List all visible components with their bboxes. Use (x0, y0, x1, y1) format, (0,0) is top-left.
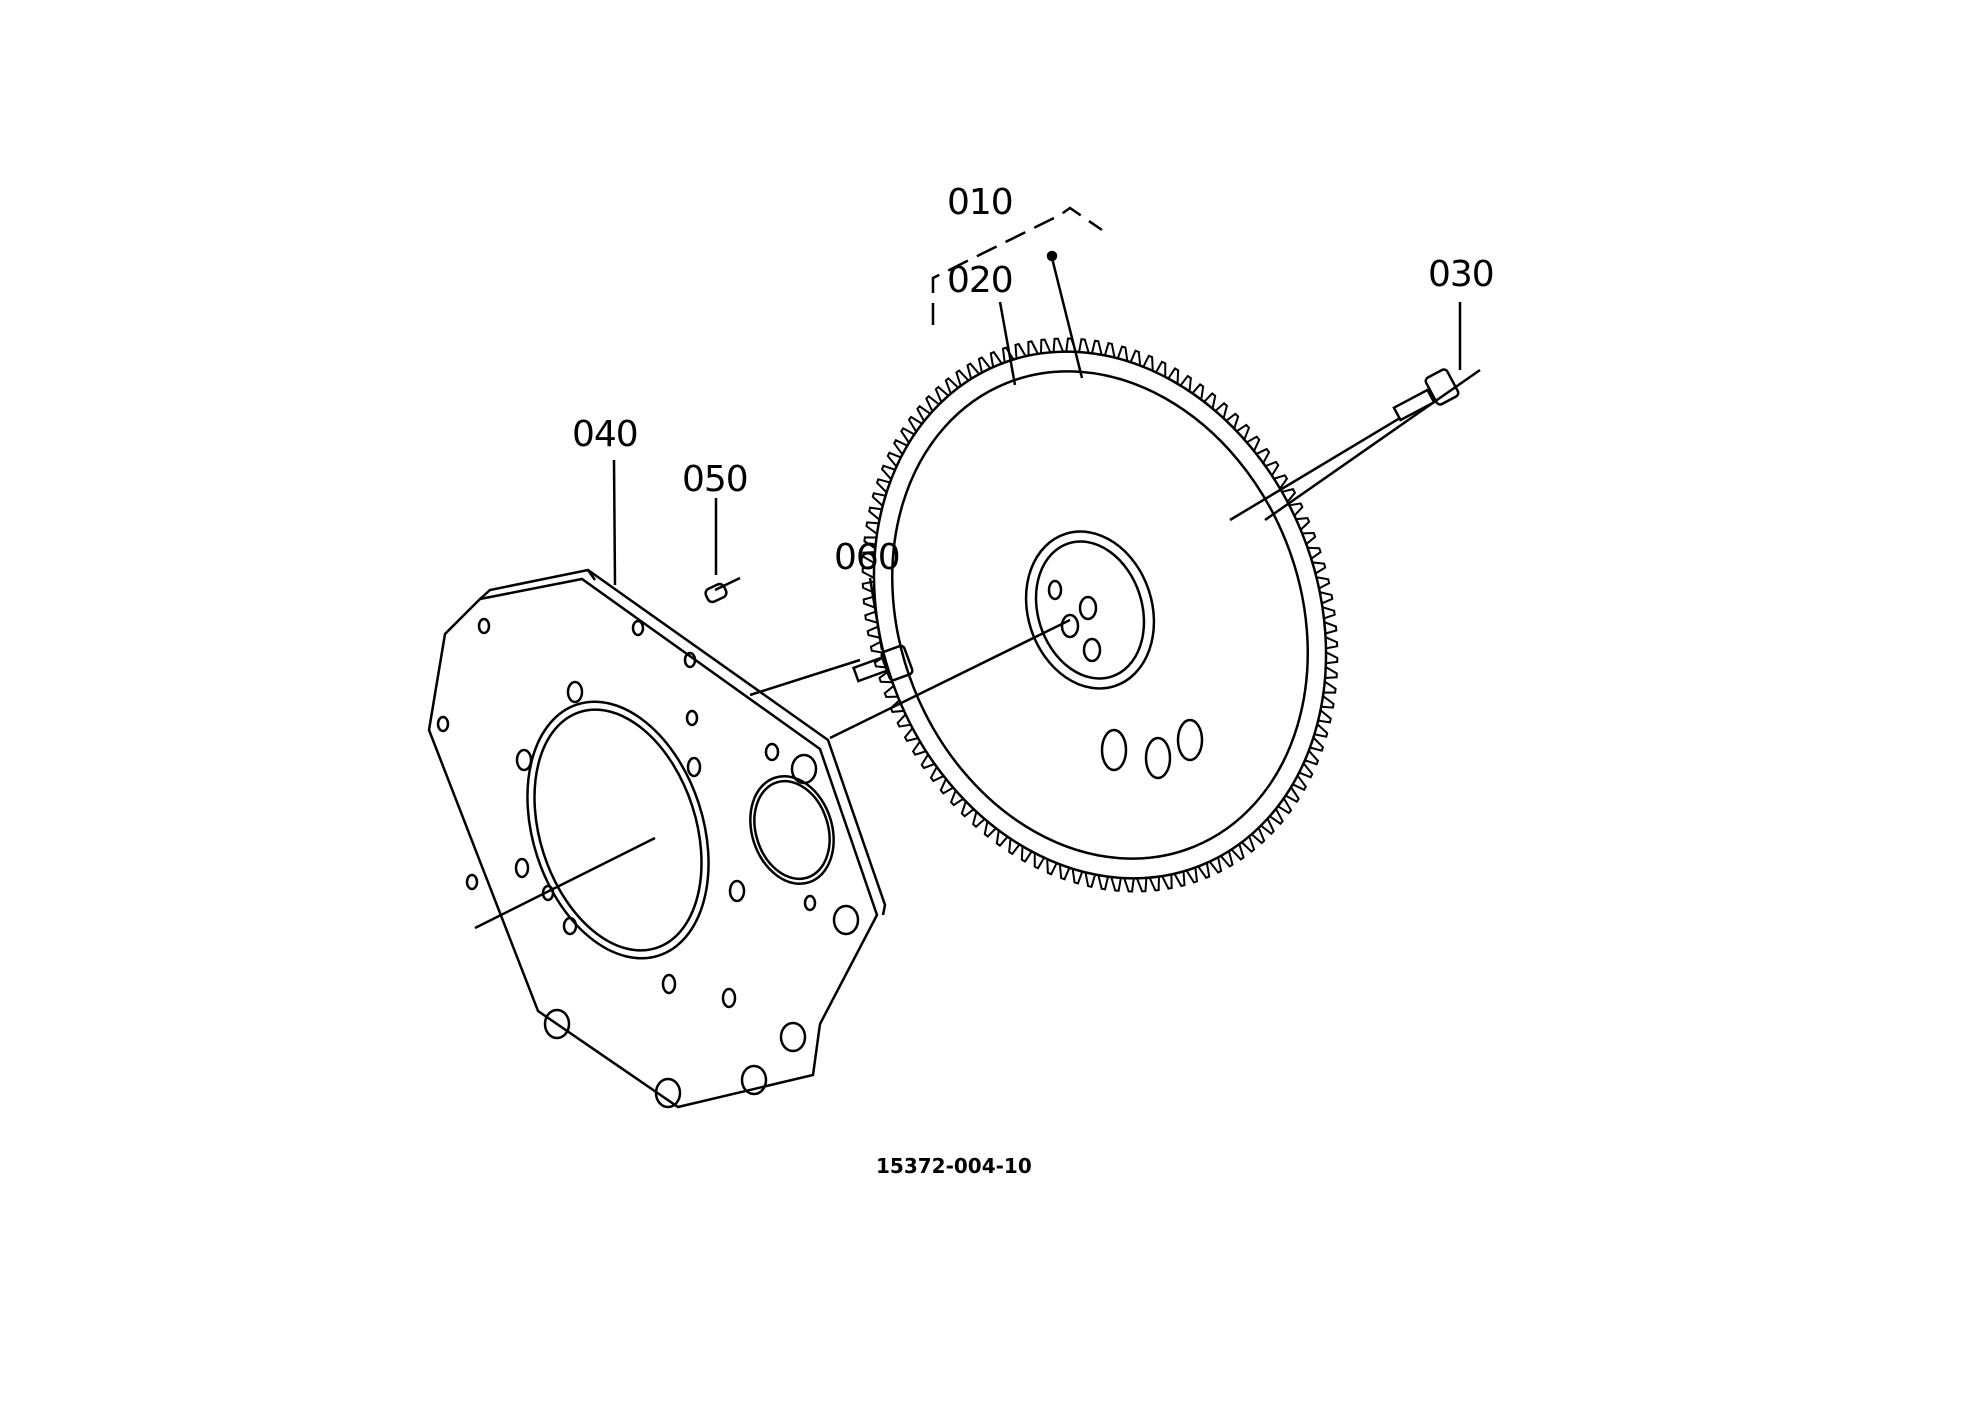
bolt-030 (1392, 368, 1460, 422)
ring-gear-teeth (861, 337, 1339, 893)
dowel-pin-050 (704, 582, 728, 604)
drawing-number: 15372-004-10 (876, 1154, 1032, 1178)
callout-020: 020 (947, 260, 1014, 301)
leader-020 (998, 301, 1017, 386)
flywheel-020 (861, 337, 1339, 893)
leader-040 (612, 459, 617, 586)
callout-060: 060 (834, 537, 901, 578)
bolt-axis-line (749, 658, 861, 697)
callout-010: 010 (947, 182, 1014, 223)
callout-030: 030 (1428, 254, 1495, 295)
bolt-axis-line (1264, 368, 1481, 522)
plate-bosses (543, 753, 860, 1109)
pin-axis-line (714, 576, 741, 592)
center-axis-line (829, 618, 1071, 740)
center-axis-line (474, 836, 656, 930)
callout-050: 050 (682, 459, 749, 500)
callout-040: 040 (572, 414, 639, 455)
bolt-axis-line (1229, 416, 1401, 522)
leader-010 (1050, 257, 1084, 379)
adapter-plate-040 (427, 568, 887, 1109)
gear-teeth-outline (861, 337, 1339, 893)
bolt-holes (436, 617, 817, 1009)
group-bracket-010 (931, 206, 1103, 325)
leader-dot (1046, 250, 1058, 262)
